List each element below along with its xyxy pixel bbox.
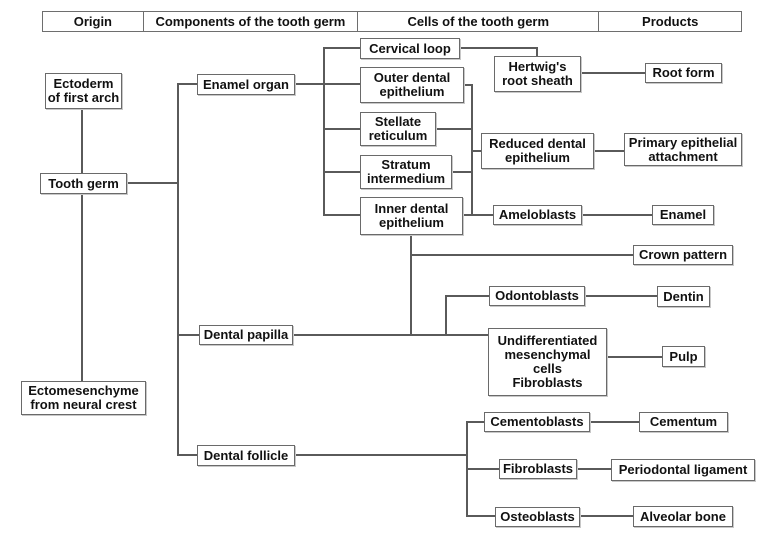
- node-dentin: Dentin: [657, 286, 710, 307]
- node-enamel: Enamel: [652, 205, 714, 225]
- node-ectoderm: Ectoderm of first arch: [45, 73, 122, 109]
- node-stratum-intermedium: Stratum intermedium: [360, 155, 452, 189]
- node-alveolar-bone: Alveolar bone: [633, 506, 733, 527]
- node-enamel-organ: Enamel organ: [197, 74, 295, 95]
- connector-outer-right-bus: [464, 84, 473, 215]
- node-reduced-dental-epithelium: Reduced dental epithelium: [481, 133, 594, 169]
- node-pulp: Pulp: [662, 346, 705, 367]
- node-osteoblasts: Osteoblasts: [495, 507, 580, 527]
- node-ameloblasts: Ameloblasts: [493, 205, 582, 225]
- node-outer-dental-epithelium: Outer dental epithelium: [360, 67, 464, 103]
- node-tooth-germ: Tooth germ: [40, 173, 127, 194]
- node-periodontal-ligament: Periodontal ligament: [611, 459, 755, 481]
- column-header-row: Origin Components of the tooth germ Cell…: [42, 11, 742, 32]
- node-hertwigs-root-sheath: Hertwig's root sheath: [494, 56, 581, 92]
- node-dental-papilla: Dental papilla: [199, 325, 293, 345]
- node-cementum: Cementum: [639, 412, 728, 432]
- header-origin: Origin: [43, 12, 144, 31]
- node-stellate-reticulum: Stellate reticulum: [360, 112, 436, 146]
- header-cells: Cells of the tooth germ: [358, 12, 600, 31]
- node-root-form: Root form: [645, 63, 722, 83]
- node-odontoblasts: Odontoblasts: [489, 286, 585, 306]
- node-primary-epithelial-attachment: Primary epithelial attachment: [624, 133, 742, 166]
- node-cementoblasts: Cementoblasts: [484, 412, 590, 432]
- connector-enamel-cells-bus: [323, 47, 360, 216]
- header-components: Components of the tooth germ: [144, 12, 359, 31]
- node-ectomesenchyme: Ectomesenchyme from neural crest: [21, 381, 146, 415]
- connector-odontoblasts: [445, 295, 489, 335]
- node-fibroblasts: Fibroblasts: [499, 459, 577, 479]
- node-undifferentiated-cells: Undifferentiated mesenchymal cells Fibro…: [488, 328, 607, 396]
- node-cervical-loop: Cervical loop: [360, 38, 460, 59]
- connector-components-bus: [177, 83, 197, 456]
- node-crown-pattern: Crown pattern: [633, 245, 733, 265]
- connector-cervical-hertwig: [460, 47, 538, 56]
- node-dental-follicle: Dental follicle: [197, 445, 295, 466]
- node-inner-dental-epithelium: Inner dental epithelium: [360, 197, 463, 235]
- header-products: Products: [642, 14, 699, 29]
